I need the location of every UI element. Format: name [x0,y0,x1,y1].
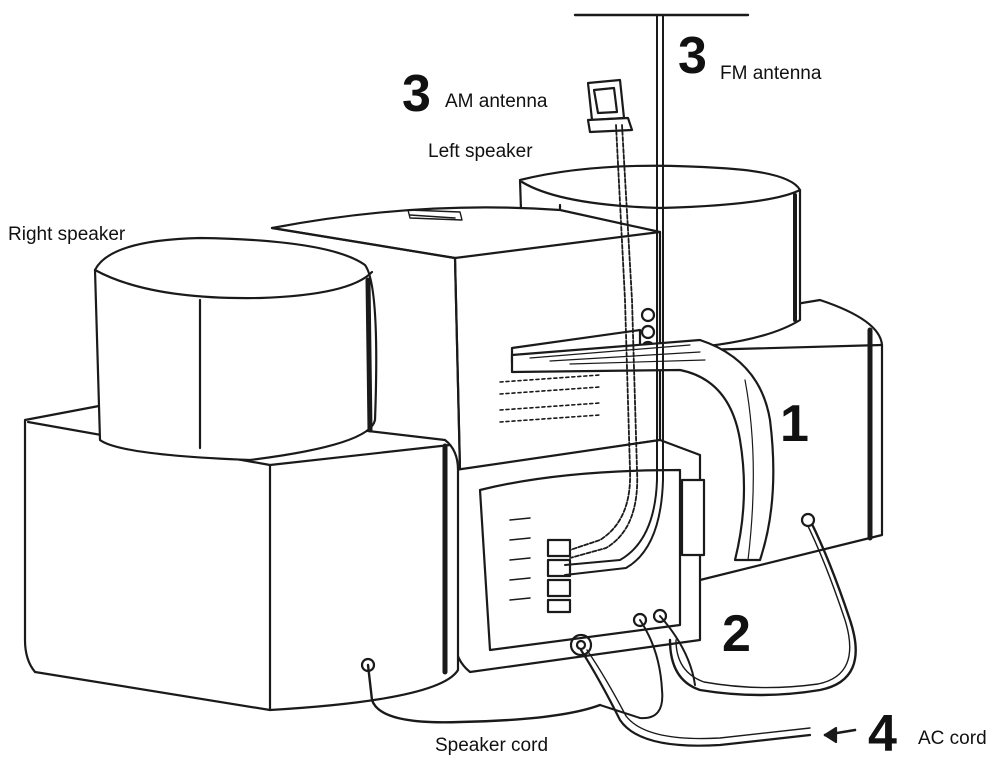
step-number-3-am: 3 [402,65,431,123]
ribbon-cable [510,338,775,562]
label-left-speaker: Left speaker [428,141,533,162]
right-speaker [23,236,460,712]
label-speaker-cord: Speaker cord [435,735,549,756]
step-number-4: 4 [868,705,897,763]
label-fm-antenna: FM antenna [720,63,822,84]
audio-cord [599,615,696,720]
ac-cord [579,648,812,747]
step-number-2: 2 [722,605,751,663]
ac-cord-arrow [823,726,857,744]
am-antenna [569,78,639,559]
label-ac-cord: AC cord [918,728,987,749]
speaker-cords [366,512,857,724]
fm-antenna [564,13,750,576]
step-number-3-fm: 3 [678,27,707,85]
step-number-1: 1 [780,395,809,453]
label-right-speaker: Right speaker [8,224,126,245]
label-am-antenna: AM antenna [445,91,548,112]
